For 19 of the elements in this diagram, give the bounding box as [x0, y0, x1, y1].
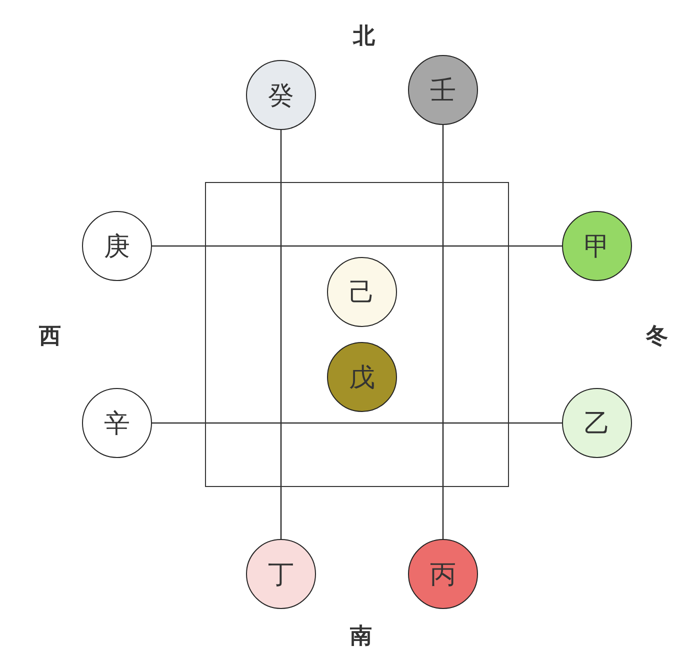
circle-node: 丙 — [408, 539, 478, 609]
connector-line — [442, 125, 444, 539]
connector-line — [152, 422, 562, 424]
direction-label: 西 — [39, 323, 61, 351]
circle-node: 壬 — [408, 55, 478, 125]
circle-node: 戊 — [327, 342, 397, 412]
circle-node: 甲 — [562, 211, 632, 281]
direction-label: 北 — [353, 23, 375, 51]
direction-label: 冬 — [646, 323, 668, 351]
square-frame — [205, 182, 509, 487]
connector-line — [152, 245, 562, 247]
direction-label: 南 — [350, 623, 372, 651]
circle-node: 辛 — [82, 388, 152, 458]
circle-node: 己 — [327, 257, 397, 327]
connector-line — [280, 130, 282, 539]
circle-node: 乙 — [562, 388, 632, 458]
circle-node: 丁 — [246, 539, 316, 609]
circle-node: 庚 — [82, 211, 152, 281]
circle-node: 癸 — [246, 60, 316, 130]
